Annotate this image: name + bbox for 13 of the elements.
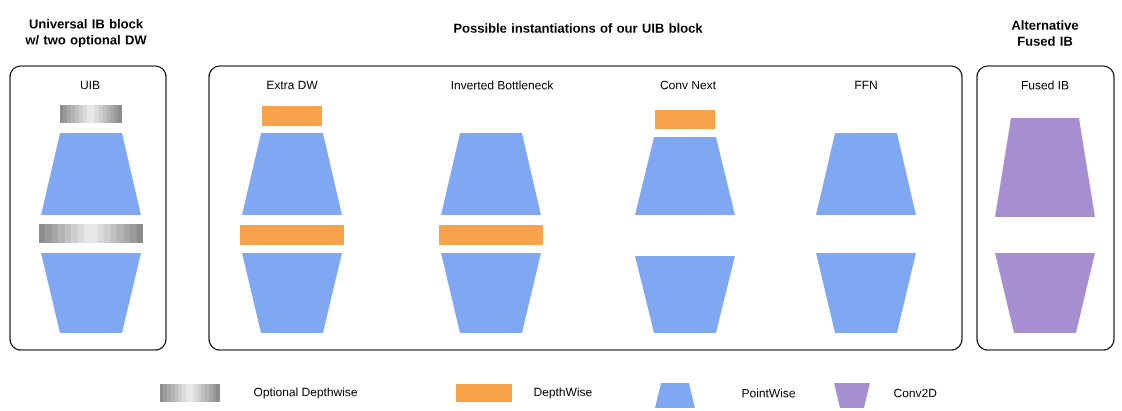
panel-heading: Possible instantiations of our UIB block [454,23,703,33]
legend-label: Conv2D [894,388,937,398]
panel-heading: Universal IB block w/ two optional DW [25,18,147,48]
column-label: Inverted Bottleneck [451,80,554,90]
column-label: Extra DW [267,80,318,90]
panel-label: UIB [80,80,100,90]
panel-label: Fused IB [1022,80,1069,90]
legend-label: DepthWise [534,387,592,399]
column-label: FFN [855,80,877,90]
panel-heading: Alternative Fused IB [1011,20,1079,46]
legend-label: Optional Depthwise [254,387,358,399]
legend-label: PointWise [742,388,795,398]
column-label: Conv Next [660,80,716,90]
